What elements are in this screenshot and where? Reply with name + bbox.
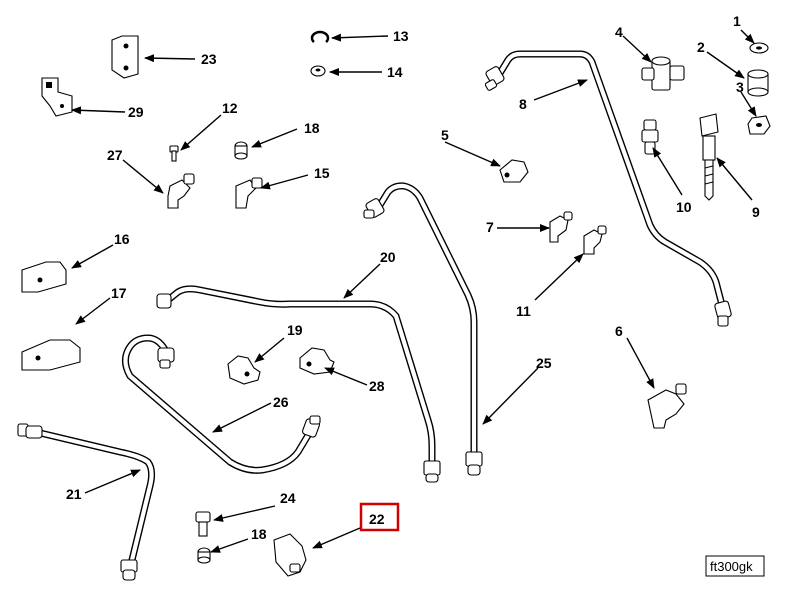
callout-14: 14 xyxy=(387,64,403,80)
tube-26 xyxy=(121,334,321,474)
callout-24: 24 xyxy=(280,490,296,506)
callout-6: 6 xyxy=(615,323,623,339)
part-7-elbow xyxy=(549,211,573,243)
callout-20: 20 xyxy=(380,249,396,265)
callout-10: 10 xyxy=(676,199,692,215)
part-16-bracket xyxy=(21,261,67,293)
part-18-sleeve-top xyxy=(234,141,248,160)
part-24-bolt xyxy=(195,511,211,537)
part-29-bracket xyxy=(41,77,73,117)
callout-25: 25 xyxy=(536,355,552,371)
part-22-connector xyxy=(273,533,307,577)
part-3-nut xyxy=(747,115,771,135)
callout-3: 3 xyxy=(736,79,744,95)
part-10-fitting xyxy=(641,119,659,155)
part-18-sleeve-bottom xyxy=(197,547,211,564)
leader-lines xyxy=(71,29,757,553)
callout-12: 12 xyxy=(222,100,238,116)
callout-22: 22 xyxy=(369,511,385,527)
part-23-bracket xyxy=(111,35,139,79)
tube-8 xyxy=(484,50,732,327)
callout-19: 19 xyxy=(287,322,303,338)
callout-15: 15 xyxy=(314,165,330,181)
callout-7: 7 xyxy=(486,219,494,235)
tube-20 xyxy=(156,285,441,483)
part-1-washer xyxy=(749,42,769,54)
figure-code-text: ft300gk xyxy=(710,559,753,574)
callout-5: 5 xyxy=(441,127,449,143)
callout-17: 17 xyxy=(111,285,127,301)
callout-13: 13 xyxy=(393,28,409,44)
callout-4: 4 xyxy=(615,24,623,40)
part-5-clamp xyxy=(499,159,529,183)
callout-2: 2 xyxy=(697,39,705,55)
callout-29: 29 xyxy=(128,104,144,120)
part-6-elbow xyxy=(647,383,687,429)
part-27-elbow xyxy=(167,173,195,209)
tube-21 xyxy=(17,423,156,581)
part-9-bolt xyxy=(699,113,719,201)
part-4-tee xyxy=(641,56,685,91)
callout-8: 8 xyxy=(519,96,527,112)
part-19-clamp xyxy=(227,355,261,385)
callout-1: 1 xyxy=(733,13,741,29)
callout-18-top: 18 xyxy=(304,120,320,136)
part-15-elbow xyxy=(235,177,263,209)
part-12-bolt xyxy=(169,145,179,162)
part-11-elbow xyxy=(583,225,607,255)
part-2-cylinder xyxy=(747,69,769,97)
callout-23: 23 xyxy=(201,51,217,67)
callout-18-bottom: 18 xyxy=(251,526,267,542)
callout-21: 21 xyxy=(66,486,82,502)
tube-25 xyxy=(363,182,483,476)
callout-11: 11 xyxy=(516,303,531,319)
figure-code: ft300gk xyxy=(705,555,765,577)
callout-27: 27 xyxy=(107,147,123,163)
callout-9: 9 xyxy=(752,204,760,220)
callout-16: 16 xyxy=(114,231,130,247)
callout-22-highlight-box xyxy=(359,502,400,532)
part-17-bracket xyxy=(21,339,81,371)
part-13-snap-ring xyxy=(310,30,330,43)
callout-26: 26 xyxy=(273,394,289,410)
callout-28: 28 xyxy=(369,378,385,394)
part-14-nut xyxy=(310,65,326,77)
